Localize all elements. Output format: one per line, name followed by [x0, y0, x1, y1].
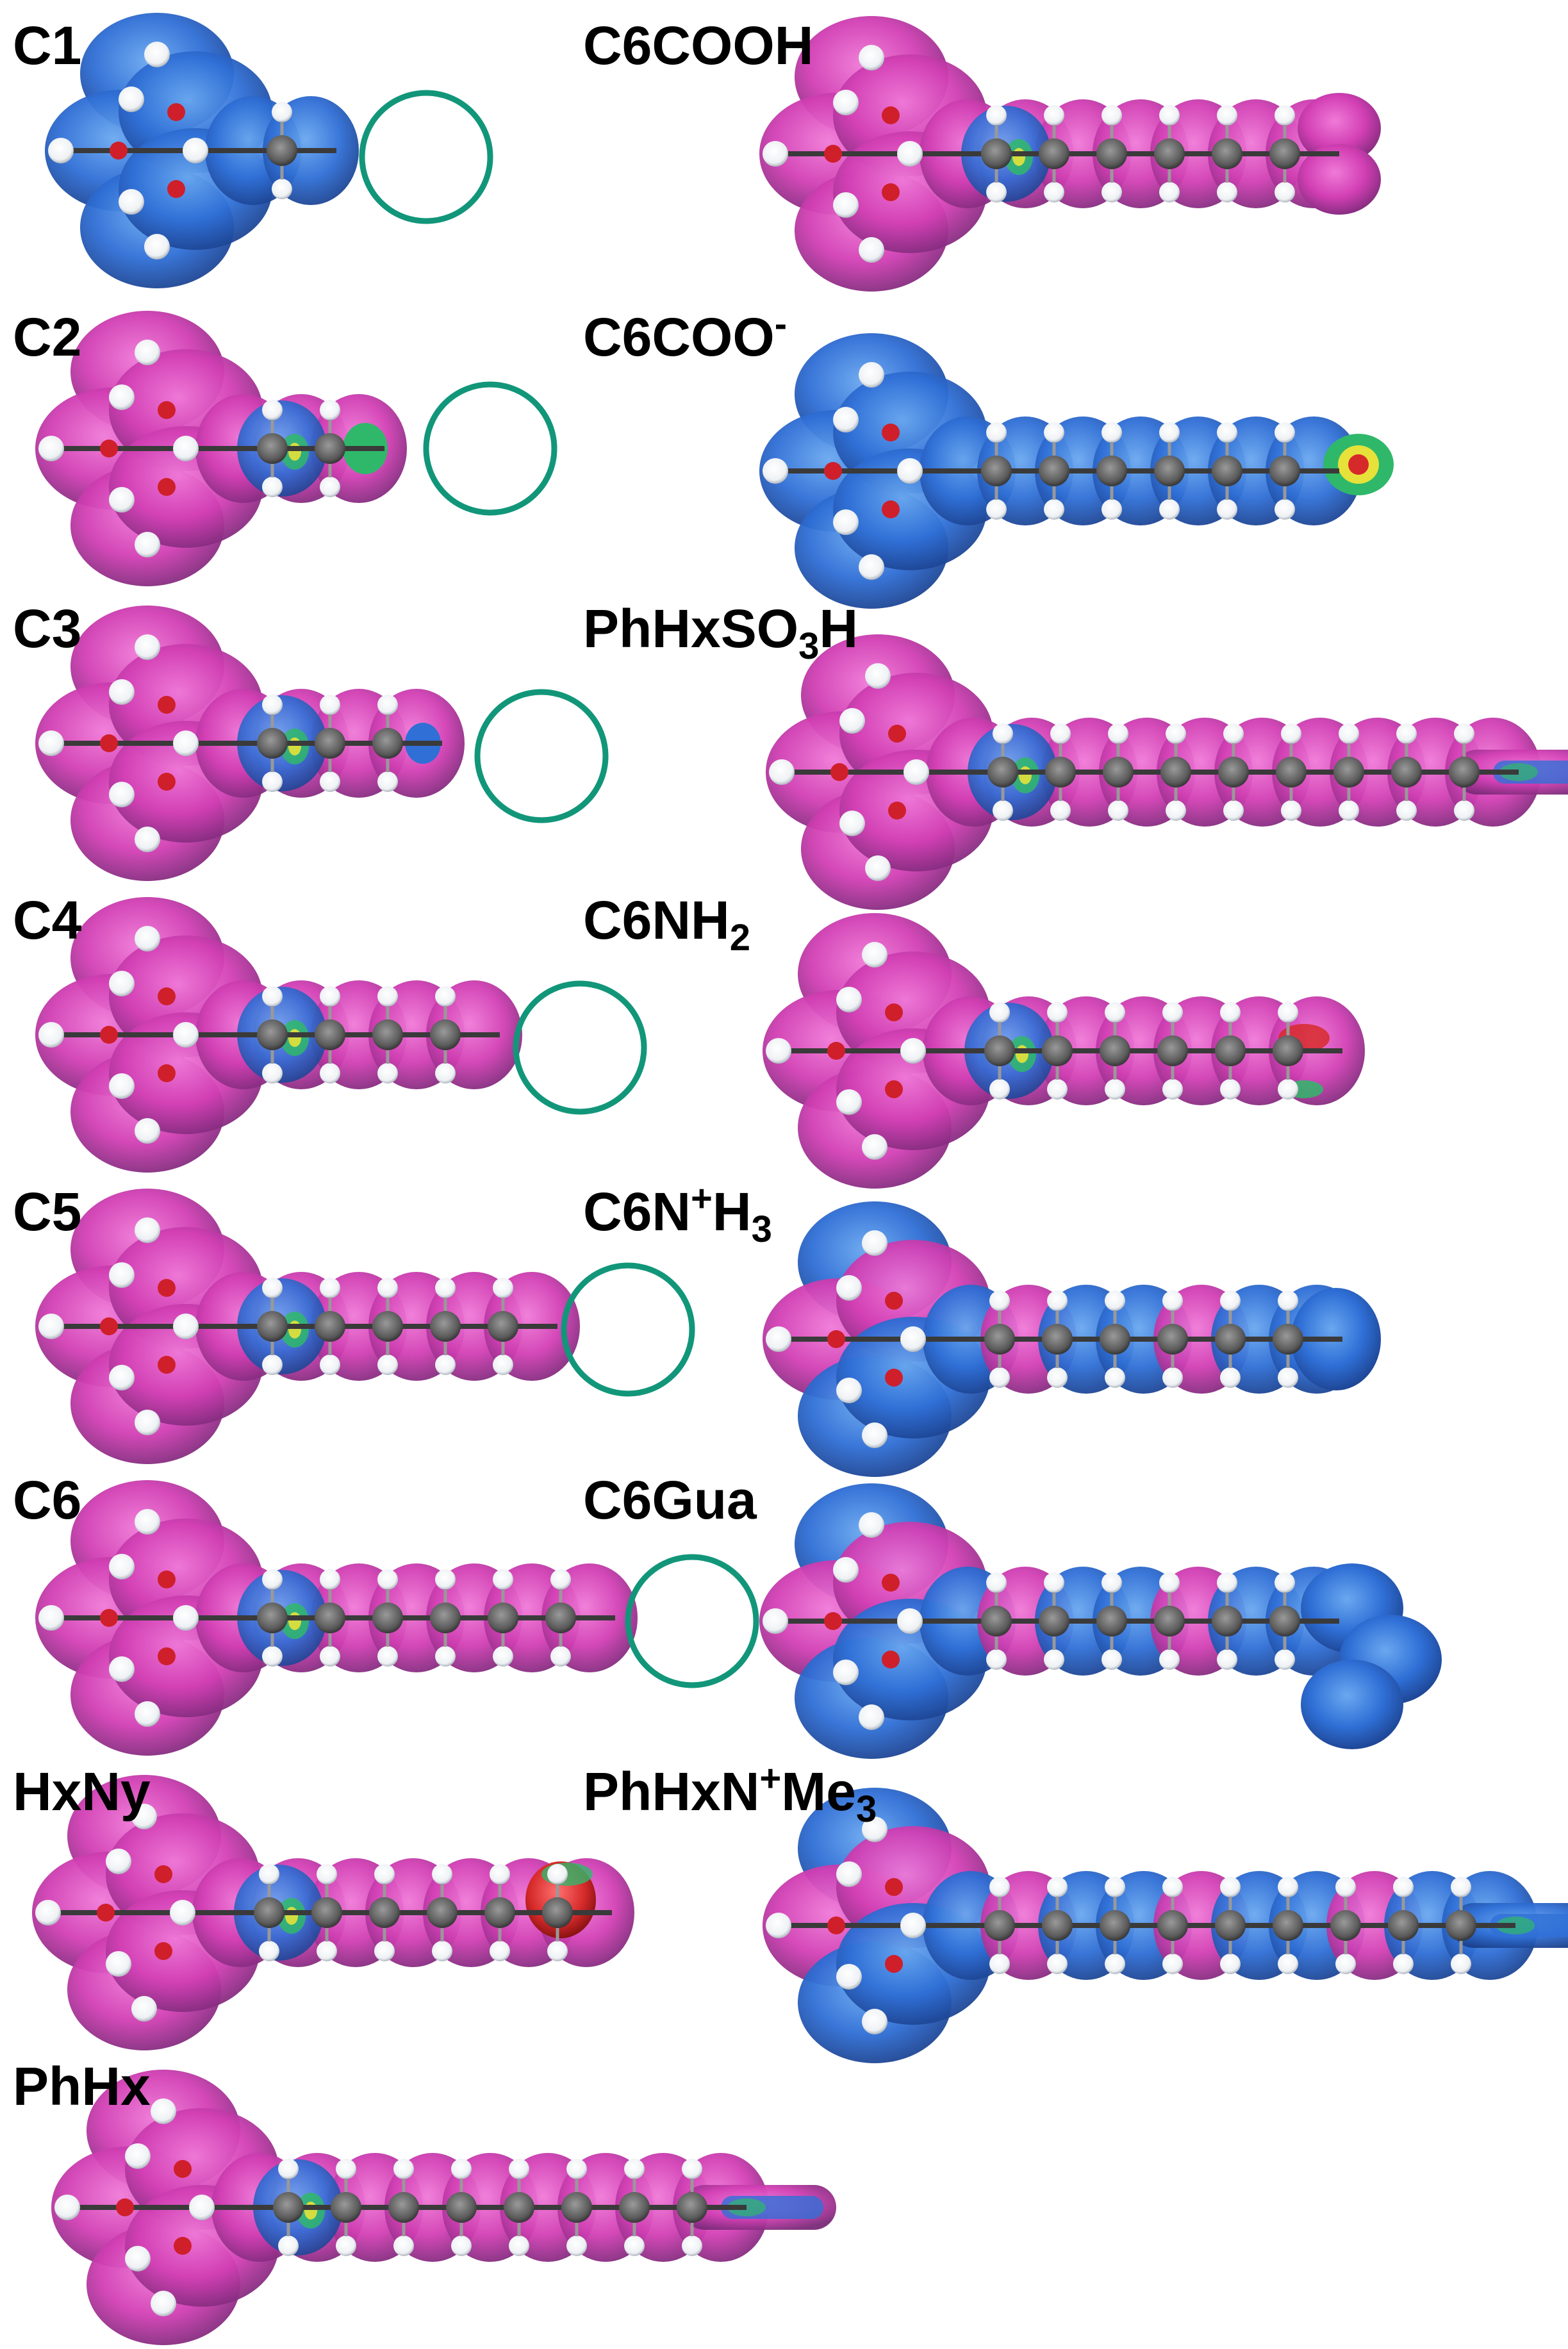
label-phhxn-me3: PhHxN+Me3 — [583, 1758, 877, 1830]
molecule-c6 — [35, 1480, 638, 1756]
label-c6nh2: C6NH2 — [583, 890, 750, 959]
molecule-c3 — [35, 606, 465, 881]
highlight-circle-c4 — [513, 980, 647, 1115]
label-c6cooh: C6COOH — [583, 15, 813, 76]
molecule-phhx — [51, 2070, 836, 2345]
molecule-c6gua — [759, 1483, 1442, 1759]
label-c6coo-: C6COO- — [583, 303, 787, 367]
label-c3: C3 — [13, 598, 81, 659]
label-c6: C6 — [13, 1470, 81, 1530]
label-c6gua: C6Gua — [583, 1470, 757, 1530]
molecule-phhxn-me3 — [763, 1788, 1568, 2063]
highlight-circle-c3 — [474, 689, 609, 823]
label-hxny: HxNy — [13, 1761, 151, 1822]
label-phhxso3h: PhHxSO3H — [583, 598, 858, 667]
molecule-c5 — [35, 1189, 580, 1464]
label-c2: C2 — [13, 307, 81, 367]
label-c4: C4 — [13, 890, 82, 950]
highlight-circle-c5 — [561, 1262, 695, 1397]
molecule-c6n-h3 — [763, 1201, 1381, 1477]
molecule-c6coo- — [759, 333, 1394, 609]
molecule-phhxso3h — [766, 634, 1568, 910]
molecule-c1 — [45, 13, 359, 288]
label-c5: C5 — [13, 1182, 81, 1242]
highlight-circle-c2 — [423, 381, 557, 516]
molecule-c4 — [35, 897, 522, 1173]
highlight-circle-c6 — [625, 1554, 759, 1688]
molecule-c6cooh — [759, 16, 1381, 292]
label-phhx: PhHx — [13, 2056, 151, 2116]
molecule-c6nh2 — [763, 913, 1365, 1189]
highlight-circle-c1 — [359, 90, 493, 224]
label-c6n-h3: C6N+H3 — [583, 1178, 772, 1250]
molecule-hxny — [32, 1775, 634, 2050]
label-c1: C1 — [13, 15, 81, 76]
molecule-c2 — [35, 311, 407, 586]
